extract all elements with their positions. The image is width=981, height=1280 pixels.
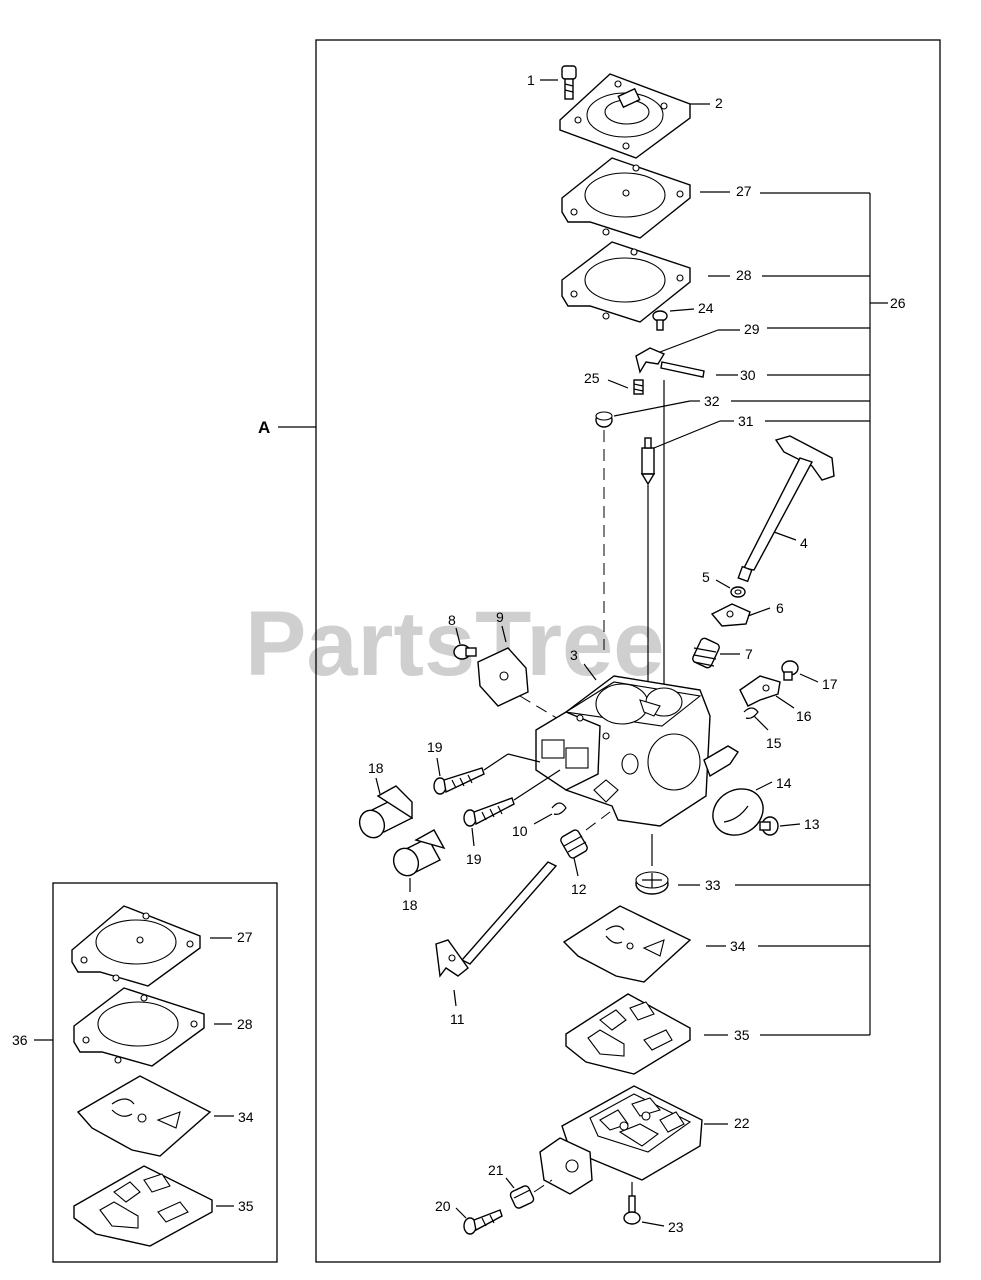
- part-12-spring: [560, 829, 588, 859]
- part-32-check-valve: [595, 411, 613, 428]
- callout-18-lower: 18: [402, 897, 418, 913]
- callout-11: 11: [450, 1011, 465, 1027]
- part-17-screw: [781, 660, 799, 681]
- kit-part-28: [73, 987, 205, 1067]
- kit-frame: [52, 882, 278, 1263]
- part-24-screw: [652, 310, 668, 331]
- part-23-screw: [623, 1195, 641, 1225]
- kit-callout-28: 28: [237, 1016, 253, 1032]
- callout-25: 25: [584, 370, 600, 386]
- part-1-screw: [561, 65, 577, 100]
- kit-part-27: [71, 905, 201, 987]
- part-25-spring: [633, 379, 644, 395]
- callout-7: 7: [745, 646, 753, 662]
- part-35-metering-gasket: [565, 993, 691, 1075]
- part-30-lever-pin: [660, 361, 705, 378]
- part-14-choke-valve: [712, 788, 764, 836]
- callout-10: 10: [512, 823, 528, 839]
- part-34-metering-diaphragm: [562, 905, 692, 983]
- callout-6: 6: [776, 600, 784, 616]
- part-8-screw: [453, 644, 477, 660]
- callout-28: 28: [736, 267, 752, 283]
- callout-35: 35: [734, 1027, 750, 1043]
- part-9-throttle-valve: [477, 647, 529, 707]
- part-4-throttle-shaft: [737, 435, 835, 583]
- callout-9: 9: [496, 609, 504, 625]
- leader-19-lower: [513, 769, 561, 801]
- part-31-inlet-needle: [640, 437, 656, 486]
- callout-34: 34: [730, 938, 746, 954]
- part-20-screw: [463, 1209, 503, 1235]
- callout-24: 24: [698, 300, 714, 316]
- callout-22: 22: [734, 1115, 750, 1131]
- kit-part-35: [73, 1165, 213, 1247]
- leader-19-upper: [483, 753, 509, 771]
- callout-14: 14: [776, 775, 792, 791]
- callout-18-upper: 18: [368, 760, 384, 776]
- callout-13: 13: [804, 816, 820, 832]
- callout-26: 26: [890, 295, 906, 311]
- part-27-pump-diaphragm: [561, 157, 691, 239]
- callout-16: 16: [796, 708, 812, 724]
- alignment-line: [585, 811, 611, 831]
- callout-29: 29: [744, 321, 760, 337]
- part-3-carburetor-body: [535, 675, 739, 827]
- part-16-choke-lever: [739, 675, 781, 707]
- callout-19-upper: 19: [427, 739, 443, 755]
- kit-callout-34: 34: [238, 1109, 254, 1125]
- callout-20: 20: [435, 1198, 451, 1214]
- part-15-clip: [743, 707, 759, 719]
- part-7-spring: [692, 637, 720, 669]
- callout-23: 23: [668, 1219, 684, 1235]
- part-19-adjusting-needle: [433, 767, 485, 795]
- part-22-metering-cover: [539, 1085, 703, 1195]
- kit-callout-27: 27: [237, 929, 253, 945]
- kit-label: 36: [12, 1032, 28, 1048]
- callout-1: 1: [527, 72, 535, 88]
- part-6-throttle-lever: [710, 603, 751, 627]
- part-2-pump-cover: [559, 73, 691, 159]
- callout-30: 30: [740, 367, 756, 383]
- callout-33: 33: [705, 877, 721, 893]
- alignment-line: [533, 1179, 553, 1193]
- kit-callout-35: 35: [238, 1198, 254, 1214]
- part-28-pump-gasket: [561, 241, 691, 323]
- callout-17: 17: [822, 676, 838, 692]
- callout-5: 5: [702, 569, 710, 585]
- callout-2: 2: [715, 95, 723, 111]
- callout-8: 8: [448, 612, 456, 628]
- assembly-label: A: [258, 418, 270, 437]
- watermark: PartsTree: [245, 593, 664, 695]
- callout-31: 31: [738, 413, 754, 429]
- callout-4: 4: [800, 535, 808, 551]
- part-21-spring: [509, 1185, 535, 1209]
- kit-part-34: [76, 1075, 212, 1157]
- callout-21: 21: [488, 1162, 504, 1178]
- part-18-fitting-2: [392, 829, 446, 877]
- part-5-washer: [730, 586, 746, 598]
- callout-32: 32: [704, 393, 720, 409]
- callout-15: 15: [766, 735, 782, 751]
- part-29-metering-lever: [635, 347, 666, 374]
- leader-19-upper: [507, 753, 541, 763]
- callout-12: 12: [571, 881, 587, 897]
- kit-26-bracket: [731, 192, 888, 1036]
- part-11-choke-shaft: [435, 861, 558, 978]
- part-13-screw: [759, 816, 779, 836]
- part-19-adjusting-needle-2: [463, 797, 515, 827]
- part-33-filter-screen: [635, 871, 669, 895]
- callout-3: 3: [570, 647, 578, 663]
- assembly-frame: [315, 39, 941, 1263]
- part-10-clip: [551, 802, 567, 815]
- callout-19-lower: 19: [466, 851, 482, 867]
- part-18-fitting: [358, 785, 413, 839]
- callout-27: 27: [736, 183, 752, 199]
